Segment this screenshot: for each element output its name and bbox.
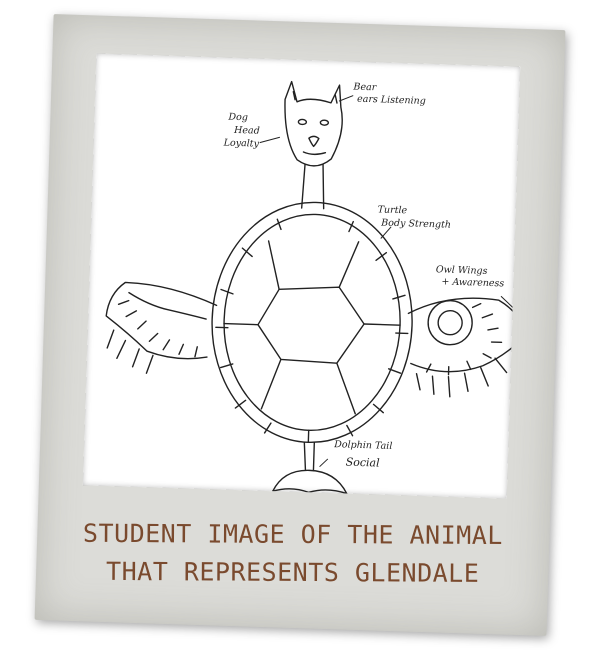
dolphin-tail-note-line1: Dolphin Tail [333,439,392,452]
turtle-shell-drawing [211,201,413,444]
dog-head-note-line3: Loyalty [223,137,260,149]
caption: STUDENT IMAGE OF THE ANIMAL THAT REPRESE… [37,515,549,594]
turtle-body-note-line1: Turtle [377,204,407,216]
bear-ears-note-line2: ears Listening [357,94,426,107]
dog-head-note-line2: Head [233,125,260,137]
right-owl-wing-drawing [407,297,521,373]
owl-wings-note-line2: + Awareness [441,276,504,289]
drawing-canvas: Bear ears Listening Dog Head Loyalty Tur… [105,80,521,495]
dog-head-note-line1: Dog [227,112,248,124]
dolphin-tail-note-line2: Social [346,456,381,470]
owl-wings-note-line1: Owl Wings [436,264,488,277]
polaroid-frame: Bear ears Listening Dog Head Loyalty Tur… [34,14,566,636]
caption-line-1: STUDENT IMAGE OF THE ANIMAL [82,518,503,550]
turtle-body-note-line2: Body Strength [380,217,451,230]
student-drawing: Bear ears Listening Dog Head Loyalty Tur… [82,53,521,499]
left-owl-wing-drawing [105,281,218,360]
bear-ears-note-line1: Bear [352,82,378,94]
dog-head-drawing [284,80,343,167]
dolphin-tail-drawing [303,441,316,472]
caption-line-2: THAT REPRESENTS GLENDALE [106,556,480,588]
